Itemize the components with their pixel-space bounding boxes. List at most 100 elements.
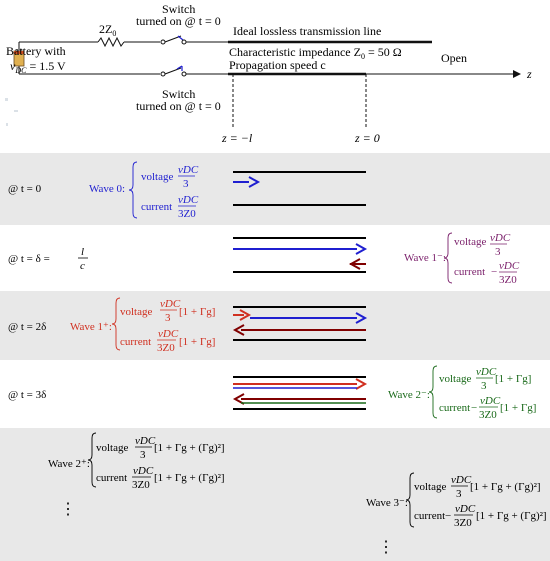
row2-wave-name: Wave 1⁺:	[70, 321, 112, 333]
row4-left-voltage-num: vDC	[135, 435, 156, 447]
row4-right-current-label: current	[414, 510, 445, 522]
switch-bottom-icon	[160, 71, 166, 77]
row3-current-sign: −	[471, 402, 477, 414]
switch-top-label-1: Switch	[162, 2, 195, 16]
row2-wave1-minus-arrow	[232, 324, 366, 336]
switch-bottom-label-1: Switch	[162, 87, 195, 101]
row4-wave3-minus-name: Wave 3⁻:	[366, 497, 408, 509]
row0-voltage-num: vDC	[178, 164, 199, 176]
open-label: Open	[441, 51, 467, 65]
row2-voltage-den: 3	[165, 312, 171, 324]
row1-time-den: c	[80, 260, 85, 272]
row2-voltage-factor: [1 + Γg]	[179, 306, 215, 318]
row2-voltage-num: vDC	[160, 298, 181, 310]
row3-voltage-label: voltage	[439, 373, 471, 385]
row3-current-num: vDC	[480, 395, 501, 407]
row1-current-num: vDC	[499, 260, 520, 272]
row4-left-current-den: 3Z0	[132, 479, 150, 491]
row4-left-voltage-factor: [1 + Γg + (Γg)²]	[154, 442, 225, 454]
row-t2: @ t = 2δ Wave 1⁺: voltage vDC 3 [1 + Γg]…	[8, 297, 368, 354]
row4-left-current-num: vDC	[133, 465, 154, 477]
row4-right-brace	[405, 472, 415, 528]
row1-wave0-arrow	[233, 243, 368, 255]
resistor-label: 2Z0	[99, 22, 116, 38]
row4-right-current-sign: −	[445, 510, 451, 522]
row1-voltage-den: 3	[495, 246, 501, 258]
row4-right-voltage-den: 3	[456, 488, 462, 500]
row4-left-ellipsis: ⋮	[60, 501, 76, 518]
band-row-2	[0, 291, 550, 360]
impedance-label: Characteristic impedance Z0 = 50 Ω	[229, 45, 402, 61]
row-t1: @ t = δ = l c Wave 1⁻: voltage vDC 3 cur…	[8, 232, 520, 286]
row4-right-current-den: 3Z0	[454, 517, 472, 529]
row1-current-den: 3Z0	[499, 274, 517, 286]
row1-wave1-minus-arrow	[348, 258, 366, 270]
row1-brace	[443, 232, 453, 284]
row3-brace	[428, 365, 438, 419]
row3-wave-name: Wave 2⁻:	[388, 389, 430, 401]
row0-voltage-den: 3	[183, 178, 189, 190]
row4-left-current-factor: [1 + Γg + (Γg)²]	[154, 472, 225, 484]
row2-wave0-arrow	[250, 312, 368, 324]
switch-top-icon	[160, 39, 166, 45]
row2-current-den: 3Z0	[157, 342, 175, 354]
row-t4: Wave 2⁺: voltage vDC 3 [1 + Γg + (Γg)²] …	[48, 432, 547, 556]
row3-current-den: 3Z0	[479, 409, 497, 421]
row1-current-sign: −	[491, 266, 497, 278]
row3-voltage-factor: [1 + Γg]	[495, 373, 531, 385]
row3-voltage-num: vDC	[476, 366, 497, 378]
row0-wave-name: Wave 0:	[89, 183, 125, 195]
line-title: Ideal lossless transmission line	[233, 24, 381, 38]
row4-right-current-factor: [1 + Γg + (Γg)²]	[476, 510, 547, 522]
row4-right-voltage-factor: [1 + Γg + (Γg)²]	[470, 481, 541, 493]
row2-wave1-plus-arrow	[233, 309, 252, 321]
row4-left-voltage-den: 3	[140, 449, 146, 461]
row0-current-den: 3Z0	[178, 208, 196, 220]
row1-wave-name: Wave 1⁻:	[404, 252, 446, 264]
row2-time: @ t = 2δ	[8, 321, 46, 333]
row2-current-factor: [1 + Γg]	[179, 336, 215, 348]
z-left-label: z = −l	[221, 131, 253, 145]
row3-time: @ t = 3δ	[8, 389, 46, 401]
row1-time-num: l	[81, 246, 84, 258]
battery-label-line1: Battery with	[6, 44, 66, 58]
row4-left-voltage-label: voltage	[96, 442, 128, 454]
row-t0: @ t = 0 Wave 0: voltage vDC 3 current vD…	[8, 161, 366, 220]
switch-bottom-label-2: turned on @ t = 0	[136, 99, 221, 113]
speed-label: Propagation speed c	[229, 58, 326, 72]
row0-voltage-label: voltage	[141, 171, 173, 183]
row4-left-brace	[87, 432, 97, 488]
row4-left-current-label: current	[96, 472, 127, 484]
row-t3: @ t = 3δ Wave 2⁻: voltage vDC 3 [1 + Γg]…	[8, 365, 536, 421]
row3-voltage-den: 3	[481, 380, 487, 392]
band-row-0	[0, 153, 550, 225]
battery-label-line2: vDC = 1.5 V	[10, 59, 66, 75]
band-row-4	[0, 428, 550, 561]
row2-brace	[111, 297, 121, 351]
row4-right-current-num: vDC	[455, 503, 476, 515]
row1-current-label: current	[454, 266, 485, 278]
row0-wave0-arrow	[233, 176, 261, 188]
row0-current-label: current	[141, 201, 172, 213]
row2-voltage-label: voltage	[120, 306, 152, 318]
row4-wave2-plus-name: Wave 2⁺:	[48, 458, 90, 470]
row1-time: @ t = δ =	[8, 253, 50, 265]
row4-right-ellipsis: ⋮	[378, 539, 394, 556]
row1-voltage-num: vDC	[490, 232, 511, 244]
row3-current-label: current	[439, 402, 470, 414]
row1-voltage-label: voltage	[454, 236, 486, 248]
row0-time: @ t = 0	[8, 183, 42, 195]
row0-brace	[128, 161, 138, 219]
row0-current-num: vDC	[178, 194, 199, 206]
row3-wave1-plus-arrow	[233, 378, 368, 390]
row2-current-num: vDC	[158, 328, 179, 340]
battery-icon	[13, 49, 25, 67]
row2-current-label: current	[120, 336, 151, 348]
z-right-label: z = 0	[354, 131, 380, 145]
row4-right-voltage-label: voltage	[414, 481, 446, 493]
resistor-symbol	[97, 36, 125, 48]
switch-top-label-2: turned on @ t = 0	[136, 14, 221, 28]
row3-current-factor: [1 + Γg]	[500, 402, 536, 414]
circuit-schematic	[5, 35, 521, 128]
